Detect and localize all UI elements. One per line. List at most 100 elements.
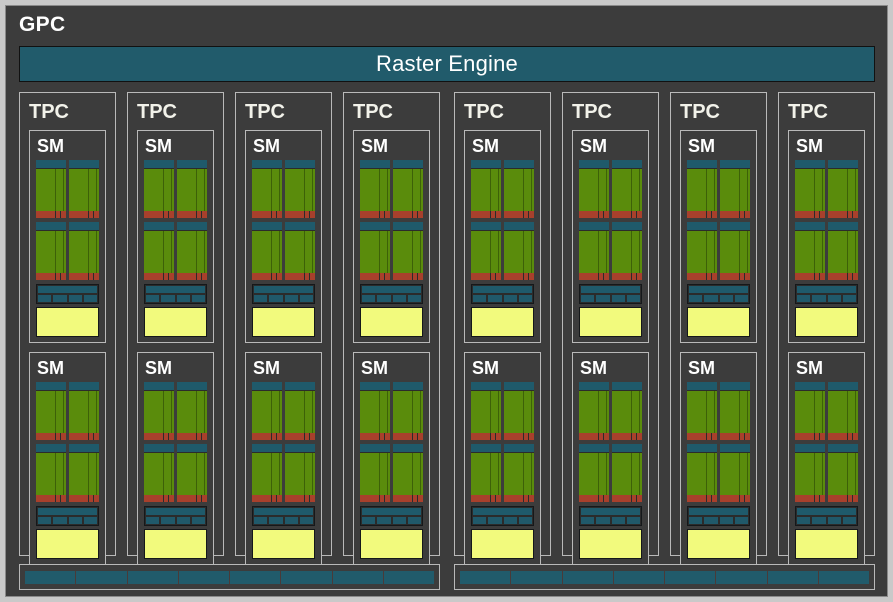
tensor-core-segment xyxy=(177,273,196,280)
int32-core-column xyxy=(740,231,748,273)
core-array xyxy=(471,453,501,495)
processing-block xyxy=(687,382,717,440)
texture-unit-segment xyxy=(842,517,856,524)
processing-block xyxy=(144,160,174,218)
core-array xyxy=(795,453,825,495)
tensor-core-segment xyxy=(271,273,277,280)
tensor-core-segment xyxy=(712,211,717,218)
texture-unit-segment xyxy=(473,517,487,524)
processing-block xyxy=(471,444,501,502)
int32-core-column xyxy=(815,231,823,273)
sm-label: SM xyxy=(580,136,607,156)
fp32-core-column xyxy=(36,391,57,433)
tensor-core-segment xyxy=(94,273,99,280)
tensor-core-segment xyxy=(529,495,534,502)
tensor-core-segment xyxy=(69,495,88,502)
tensor-core-segment xyxy=(385,433,390,440)
tensor-core-segment xyxy=(379,433,385,440)
core-array xyxy=(795,231,825,273)
tensor-core-segment xyxy=(739,495,745,502)
tensor-core-bar xyxy=(687,211,717,218)
tensor-core-segment xyxy=(637,495,642,502)
processing-block xyxy=(612,160,642,218)
tensor-core-segment xyxy=(814,273,820,280)
int32-core-column xyxy=(272,231,280,273)
texture-unit-segments xyxy=(38,517,97,524)
texture-unit xyxy=(144,284,207,304)
core-array xyxy=(144,391,174,433)
fp64-core-column xyxy=(204,391,207,433)
warp-scheduler-bar xyxy=(471,160,501,169)
tensor-core-bar xyxy=(579,211,609,218)
tensor-core-bar xyxy=(252,495,282,502)
tensor-core-segment xyxy=(69,433,88,440)
tensor-core-bar xyxy=(471,211,501,218)
tensor-core-segment xyxy=(504,211,523,218)
processing-block xyxy=(252,444,282,502)
sm-label: SM xyxy=(37,136,64,156)
sm-partition-row xyxy=(252,222,315,280)
core-array xyxy=(720,169,750,211)
tensor-core-segment xyxy=(385,273,390,280)
warp-scheduler-bar xyxy=(687,222,717,231)
int32-core-column xyxy=(707,391,715,433)
tensor-core-segment xyxy=(847,273,853,280)
texture-unit-bar xyxy=(797,286,856,293)
fp64-core-column xyxy=(387,231,390,273)
texture-unit-segments xyxy=(254,295,313,302)
fp32-core-column xyxy=(69,453,90,495)
fp64-core-column xyxy=(639,453,642,495)
texture-unit-segment xyxy=(161,295,175,302)
fp32-core-column xyxy=(720,231,741,273)
fp32-core-column xyxy=(285,391,306,433)
l1-cache-block xyxy=(360,529,423,559)
tensor-core-segment xyxy=(144,273,163,280)
texture-unit xyxy=(252,506,315,526)
int32-core-column xyxy=(707,231,715,273)
tensor-core-segment xyxy=(687,211,706,218)
sm-inner xyxy=(471,382,534,559)
tensor-core-segment xyxy=(36,433,55,440)
tensor-core-segment xyxy=(853,211,858,218)
tensor-core-segment xyxy=(277,433,282,440)
fp32-core-column xyxy=(252,391,273,433)
fp64-core-column xyxy=(714,169,717,211)
tensor-core-bar xyxy=(36,273,66,280)
tensor-core-segment xyxy=(310,495,315,502)
tensor-core-bar xyxy=(579,273,609,280)
texture-unit-segments xyxy=(146,517,205,524)
int32-core-column xyxy=(740,169,748,211)
sm-partition-row xyxy=(36,222,99,280)
texture-unit-segment xyxy=(299,517,313,524)
tensor-core-segment xyxy=(163,211,169,218)
fp64-core-column xyxy=(498,391,501,433)
tensor-core-segment xyxy=(496,211,501,218)
tensor-core-segment xyxy=(360,495,379,502)
tensor-core-segment xyxy=(277,495,282,502)
tensor-core-segment xyxy=(853,433,858,440)
tensor-core-segment xyxy=(853,495,858,502)
texture-unit-segment xyxy=(68,295,82,302)
texture-unit-segment xyxy=(254,517,268,524)
tensor-core-bar xyxy=(795,211,825,218)
fp32-core-column xyxy=(252,231,273,273)
tensor-core-bar xyxy=(504,495,534,502)
core-array xyxy=(504,391,534,433)
int32-core-column xyxy=(413,391,421,433)
core-array xyxy=(828,391,858,433)
warp-scheduler-bar xyxy=(687,160,717,169)
tensor-core-segment xyxy=(504,495,523,502)
fp64-core-column xyxy=(498,453,501,495)
sm-partition-row xyxy=(252,444,315,502)
tensor-core-bar xyxy=(360,211,390,218)
warp-scheduler-bar xyxy=(69,160,99,169)
l1-cache-block xyxy=(252,529,315,559)
tensor-core-segment xyxy=(61,273,66,280)
sm-label: SM xyxy=(361,358,388,378)
tensor-core-segment xyxy=(69,211,88,218)
fp64-core-column xyxy=(96,391,99,433)
texture-unit-segment xyxy=(146,295,160,302)
